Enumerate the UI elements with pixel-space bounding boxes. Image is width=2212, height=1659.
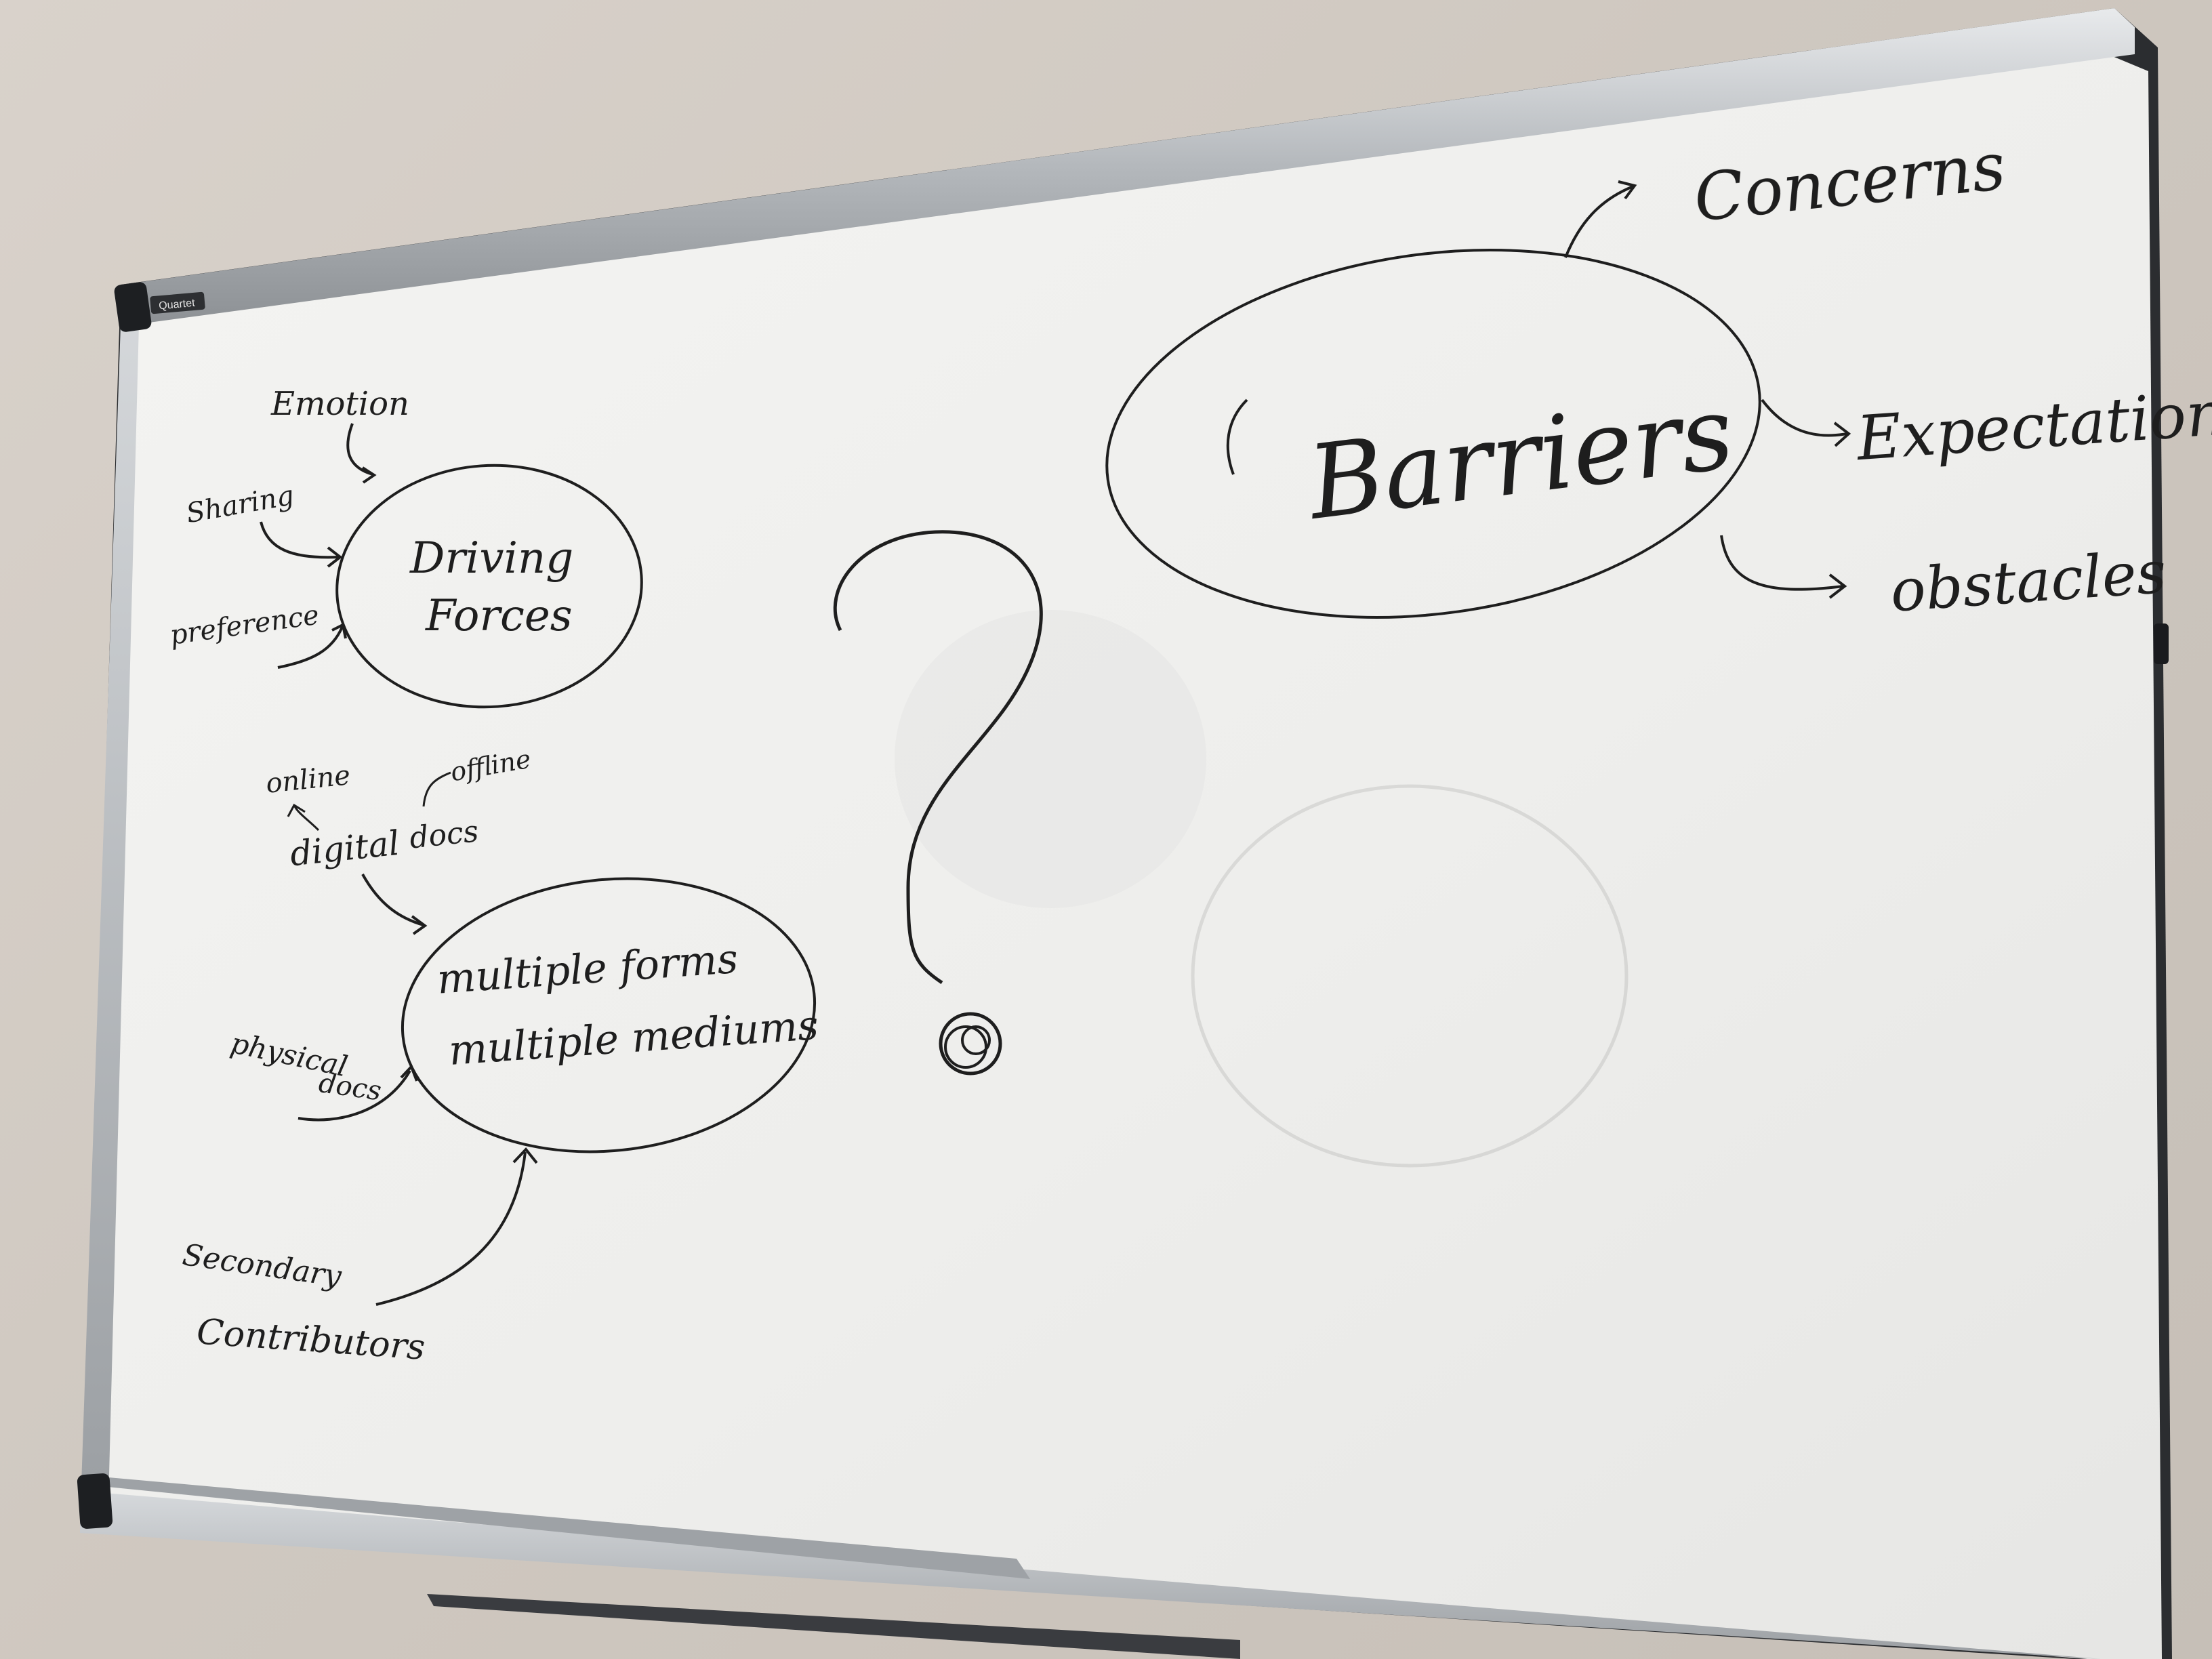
forces-label: Forces [425, 591, 573, 641]
driving-forces-ellipse [335, 464, 643, 709]
online-arrow [293, 806, 320, 832]
forms-ellipse [401, 877, 817, 1153]
question-mark: ? [0, 0, 1043, 1076]
board-surface [94, 54, 2162, 1659]
physical-arrow [298, 1069, 411, 1122]
barriers-ellipse [1105, 249, 1761, 619]
whiteboard-frame [77, 8, 2172, 1659]
docs-label: docs [408, 814, 480, 855]
marker-tray [427, 1594, 1240, 1659]
question-mark-dot [939, 1012, 1002, 1076]
brand-label-text: Quartet [159, 298, 196, 312]
offline-arrow [422, 771, 451, 807]
left-rail [80, 285, 139, 1525]
obstacles-arrow [1720, 535, 1844, 591]
question-mark-glyph: ? [0, 0, 1, 1]
secondary-arrow [375, 1151, 527, 1306]
brand-label: Quartet [150, 291, 205, 314]
question-mark-curve [833, 530, 1043, 985]
preference-arrow [277, 626, 344, 669]
top-rail [122, 8, 2135, 324]
emotion-label: Emotion [270, 385, 409, 423]
erased-ghost-marks [895, 610, 1629, 1168]
expectations-arrow [1761, 398, 1847, 437]
emotion-arrow [346, 423, 373, 476]
concerns-arrow [1564, 185, 1634, 258]
sharing-arrow [260, 521, 340, 559]
driving-label: Driving [409, 533, 573, 583]
digital-arrow [361, 874, 424, 926]
